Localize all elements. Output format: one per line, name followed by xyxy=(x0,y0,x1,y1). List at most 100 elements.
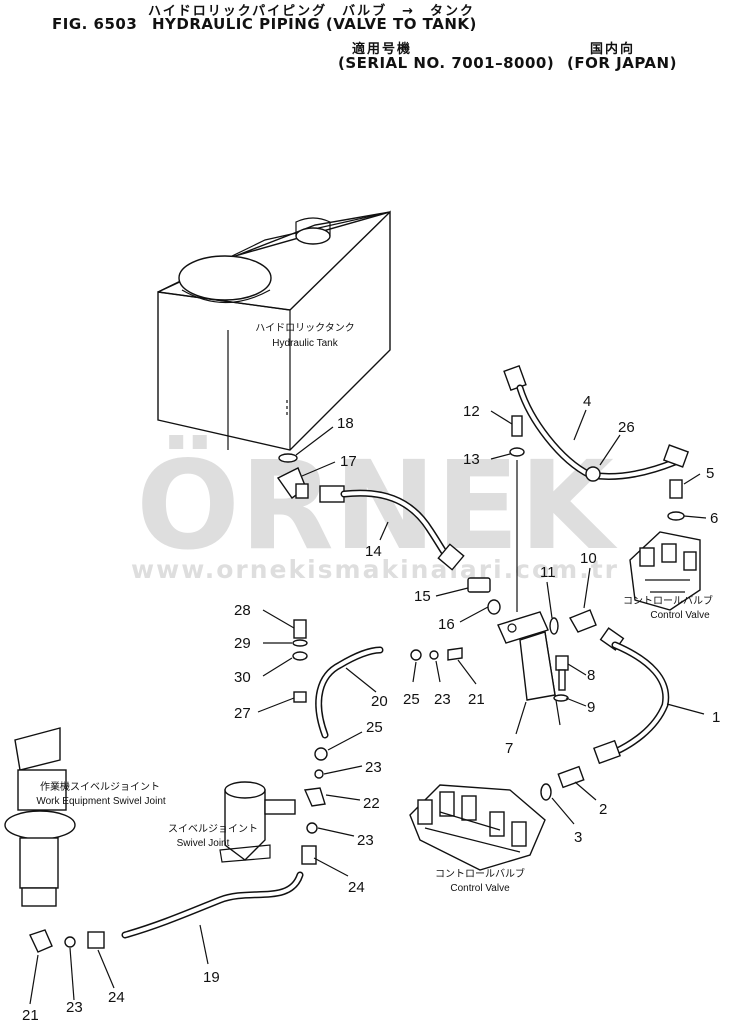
elbow-10 xyxy=(568,609,597,633)
callout-12: 12 xyxy=(463,403,480,420)
elbow-21-lower xyxy=(29,929,53,953)
work-equipment-swivel-joint: 作業機スイベルジョイント Work Equipment Swivel Joint xyxy=(4,727,166,907)
bolt-28 xyxy=(293,619,307,639)
control-valve-right-en: Control Valve xyxy=(650,610,710,621)
callout-27: 27 xyxy=(234,705,251,722)
region-label-japanese: 国内向 xyxy=(590,42,636,57)
callout-26: 26 xyxy=(618,419,635,436)
watermark-url: www.ornekismakinalari.com.tr xyxy=(131,555,619,584)
callout-11: 11 xyxy=(540,564,556,581)
washer-30 xyxy=(292,651,308,661)
hose-19 xyxy=(121,871,304,939)
control-valve-center-en: Control Valve xyxy=(450,883,510,894)
sleeve-23-upper xyxy=(429,650,439,660)
nut-24-mid xyxy=(301,845,317,865)
callout-24-bottom: 24 xyxy=(108,989,125,1006)
oring-13 xyxy=(509,447,525,457)
callout-16: 16 xyxy=(438,616,455,633)
oring-6 xyxy=(667,511,685,521)
oring-11 xyxy=(549,617,559,635)
callout-23-bottom: 23 xyxy=(66,999,83,1016)
bolt-8-head xyxy=(555,655,569,671)
callout-10: 10 xyxy=(580,550,597,567)
callout-23-upper: 23 xyxy=(434,691,451,708)
clamp-27 xyxy=(293,691,307,703)
callout-19: 19 xyxy=(203,969,220,986)
leader-lines xyxy=(29,409,707,1005)
swivel-joint: スイベルジョイント Swivel Joint xyxy=(168,781,296,863)
callout-13: 13 xyxy=(463,451,480,468)
hose-14 xyxy=(319,485,465,571)
sleeve-23-low xyxy=(306,822,318,834)
figure-number: FIG. 6503 xyxy=(52,15,138,33)
sleeve-23-bottom xyxy=(64,936,76,948)
callout-18: 18 xyxy=(337,415,354,432)
control-valve-center: コントロールバルブ Control Valve xyxy=(409,784,546,894)
adapter-15 xyxy=(467,577,491,593)
callout-15: 15 xyxy=(414,588,431,605)
region-label: (FOR JAPAN) xyxy=(567,54,677,72)
nut-25-lower xyxy=(314,747,328,761)
nut-25-upper xyxy=(410,649,422,661)
tank-label-jp: ハイドロリックタンク xyxy=(255,322,354,334)
oring-3 xyxy=(540,783,552,801)
callout-2: 2 xyxy=(599,801,607,818)
title-japanese: ハイドロリックパイピング バルブ → タンク xyxy=(148,4,475,19)
oring-16 xyxy=(487,599,501,615)
tank-label-en: Hydraulic Tank xyxy=(272,338,338,349)
plug-12 xyxy=(511,415,523,437)
swivel-joint-jp: スイベルジョイント xyxy=(168,823,258,835)
callout-3: 3 xyxy=(574,829,582,846)
nut-24-bottom xyxy=(87,931,105,949)
callout-23-low: 23 xyxy=(357,832,374,849)
callout-22: 22 xyxy=(363,795,380,812)
control-valve-center-jp: コントロールバルブ xyxy=(435,867,525,880)
callout-17: 17 xyxy=(340,453,357,470)
callout-25-upper: 25 xyxy=(403,691,420,708)
callout-6: 6 xyxy=(710,510,718,527)
callout-29: 29 xyxy=(234,635,251,652)
swivel-joint-en: Swivel Joint xyxy=(177,838,230,849)
callout-30: 30 xyxy=(234,669,251,686)
bolt-8-shank xyxy=(558,669,566,691)
serial-range: (SERIAL NO. 7001–8000) xyxy=(338,54,555,72)
adapter-2 xyxy=(557,765,585,789)
callout-1: 1 xyxy=(712,709,720,726)
callout-21-upper: 21 xyxy=(468,691,485,708)
washer-29 xyxy=(292,639,308,647)
hydraulic-tank: ハイドロリックタンク Hydraulic Tank xyxy=(157,210,391,451)
callout-21-lower: 21 xyxy=(22,1007,39,1021)
control-valve-right-jp: コントロールバルブ xyxy=(623,594,713,607)
callout-9: 9 xyxy=(587,699,595,716)
callout-28: 28 xyxy=(234,602,251,619)
callout-7: 7 xyxy=(505,740,513,757)
hose-1 xyxy=(593,627,670,765)
hose-4 xyxy=(503,364,690,482)
callout-23-mid: 23 xyxy=(365,759,382,776)
clamp-26 xyxy=(585,466,601,482)
watermark-brand: ÖRNEK xyxy=(136,435,618,577)
serial-label-japanese: 適用号機 xyxy=(352,42,413,57)
work-swivel-en: Work Equipment Swivel Joint xyxy=(36,796,166,807)
work-swivel-jp: 作業機スイベルジョイント xyxy=(40,780,160,793)
bracket-7 xyxy=(497,460,561,726)
callout-25-lower: 25 xyxy=(366,719,383,736)
watermark: ÖRNEK www.ornekismakinalari.com.tr xyxy=(131,435,619,584)
adapter-5 xyxy=(669,479,683,499)
callout-24-mid: 24 xyxy=(348,879,365,896)
control-valve-right: コントロールバルブ Control Valve xyxy=(623,531,713,621)
callout-4: 4 xyxy=(583,393,591,410)
callout-numbers: 1 2 3 4 5 6 7 8 9 10 11 12 13 14 15 16 1… xyxy=(22,393,720,1021)
hose-20 xyxy=(315,646,384,739)
sleeve-23-mid xyxy=(314,769,324,779)
tee-22 xyxy=(303,787,326,807)
callout-14: 14 xyxy=(365,543,382,560)
elbow-21-upper xyxy=(447,647,463,661)
callout-8: 8 xyxy=(587,667,595,684)
tank-elbow-fitting xyxy=(276,453,309,499)
callout-20: 20 xyxy=(371,693,388,710)
title-english: HYDRAULIC PIPING (VALVE TO TANK) xyxy=(152,15,477,33)
washer-9 xyxy=(553,694,569,702)
